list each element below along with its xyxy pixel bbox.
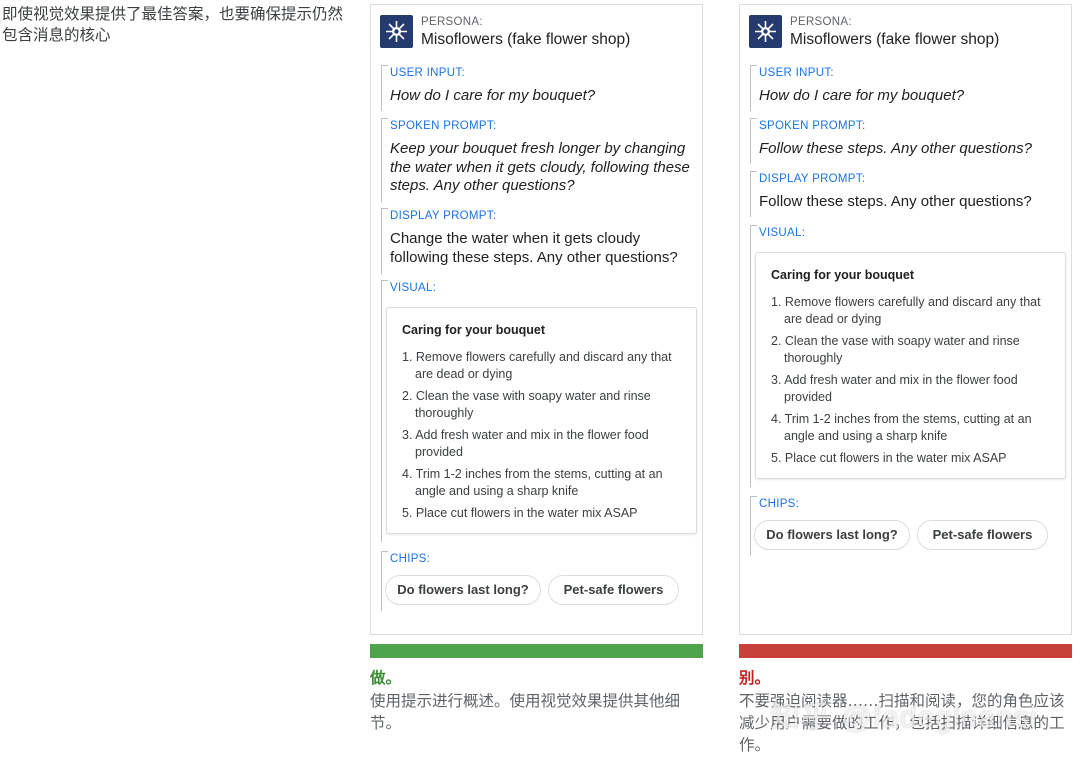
visual-label: VISUAL: — [759, 227, 806, 239]
step-item: 5. Place cut flowers in the water mix AS… — [402, 506, 638, 520]
step-item: 3. Add fresh water and mix in the flower… — [402, 428, 649, 459]
step-item: 5. Place cut flowers in the water mix AS… — [771, 451, 1007, 465]
chip-flowers-last-long[interactable]: Do flowers last long? — [754, 520, 910, 550]
persona-name: Misoflowers (fake flower shop) — [421, 31, 631, 48]
spoken-prompt-section: SPOKEN PROMPT: Keep your bouquet fresh l… — [381, 118, 690, 202]
persona-label: PERSONA: — [421, 16, 483, 28]
chips-section: CHIPS: — [381, 551, 430, 611]
display-prompt-label: DISPLAY PROMPT: — [759, 173, 866, 185]
display-prompt-section: DISPLAY PROMPT: Change the water when it… — [381, 208, 678, 274]
chips-label: CHIPS: — [759, 498, 800, 510]
intro-text: 即使视觉效果提供了最佳答案，也要确保提示仍然包含消息的核心 — [2, 5, 344, 44]
visual-card: Caring for your bouquet 1. Remove flower… — [386, 307, 697, 534]
user-input-text: How do I care for my bouquet? — [390, 87, 596, 104]
spoken-prompt-text: Follow these steps. Any other questions? — [759, 140, 1032, 157]
step-item: 1. Remove flowers carefully and discard … — [402, 350, 672, 381]
spoken-prompt-label: SPOKEN PROMPT: — [390, 120, 497, 132]
user-input-section: USER INPUT: How do I care for my bouquet… — [750, 65, 964, 111]
visual-label: VISUAL: — [390, 282, 437, 294]
persona-label: PERSONA: — [790, 16, 852, 28]
example-card-do: PERSONA: Misoflowers (fake flower shop) … — [370, 4, 703, 635]
display-prompt-label: DISPLAY PROMPT: — [390, 210, 497, 222]
spoken-prompt-label: SPOKEN PROMPT: — [759, 120, 866, 132]
visual-section: VISUAL: — [750, 225, 805, 487]
chips-label: CHIPS: — [390, 553, 431, 565]
dont-verdict: 别。 — [739, 669, 771, 687]
step-item: 2. Clean the vase with soapy water and r… — [402, 389, 651, 420]
display-prompt-text: Change the water when it gets cloudy fol… — [390, 230, 678, 266]
visual-card: Caring for your bouquet 1. Remove flower… — [755, 252, 1066, 479]
chip-pet-safe-flowers[interactable]: Pet-safe flowers — [917, 520, 1048, 550]
visual-card-title: Caring for your bouquet — [771, 268, 915, 282]
user-input-section: USER INPUT: How do I care for my bouquet… — [381, 65, 595, 111]
do-caption: 使用提示进行概述。使用视觉效果提供其他细节。 — [370, 692, 681, 732]
persona-name: Misoflowers (fake flower shop) — [790, 31, 1000, 48]
steps-list: 1. Remove flowers carefully and discard … — [402, 349, 687, 527]
step-item: 1. Remove flowers carefully and discard … — [771, 295, 1041, 326]
display-prompt-section: DISPLAY PROMPT: Follow these steps. Any … — [750, 171, 1032, 217]
steps-list: 1. Remove flowers carefully and discard … — [771, 294, 1056, 472]
step-item: 4. Trim 1-2 inches from the stems, cutti… — [771, 412, 1032, 443]
chip-pet-safe-flowers[interactable]: Pet-safe flowers — [548, 575, 679, 605]
display-prompt-text: Follow these steps. Any other questions? — [759, 193, 1032, 210]
do-indicator-bar — [370, 644, 703, 658]
step-item: 2. Clean the vase with soapy water and r… — [771, 334, 1020, 365]
do-verdict: 做。 — [370, 669, 402, 687]
spoken-prompt-text: Keep your bouquet fresh longer by changi… — [390, 140, 690, 194]
chips-section: CHIPS: — [750, 496, 799, 556]
user-input-label: USER INPUT: — [390, 67, 465, 79]
flower-logo-icon — [749, 15, 782, 48]
flower-logo-icon — [380, 15, 413, 48]
dont-indicator-bar — [739, 644, 1072, 658]
chip-flowers-last-long[interactable]: Do flowers last long? — [385, 575, 541, 605]
step-item: 3. Add fresh water and mix in the flower… — [771, 373, 1018, 404]
visual-card-title: Caring for your bouquet — [402, 323, 546, 337]
visual-section: VISUAL: — [381, 280, 436, 542]
spoken-prompt-section: SPOKEN PROMPT: Follow these steps. Any o… — [750, 118, 1032, 164]
example-card-dont: PERSONA: Misoflowers (fake flower shop) … — [739, 4, 1072, 635]
step-item: 4. Trim 1-2 inches from the stems, cutti… — [402, 467, 663, 498]
dont-caption: 不要强迫阅读器……扫描和阅读，您的角色应该减少用户需要做的工作，包括扫描详细信息… — [739, 692, 1065, 754]
user-input-label: USER INPUT: — [759, 67, 834, 79]
user-input-text: How do I care for my bouquet? — [759, 87, 965, 104]
